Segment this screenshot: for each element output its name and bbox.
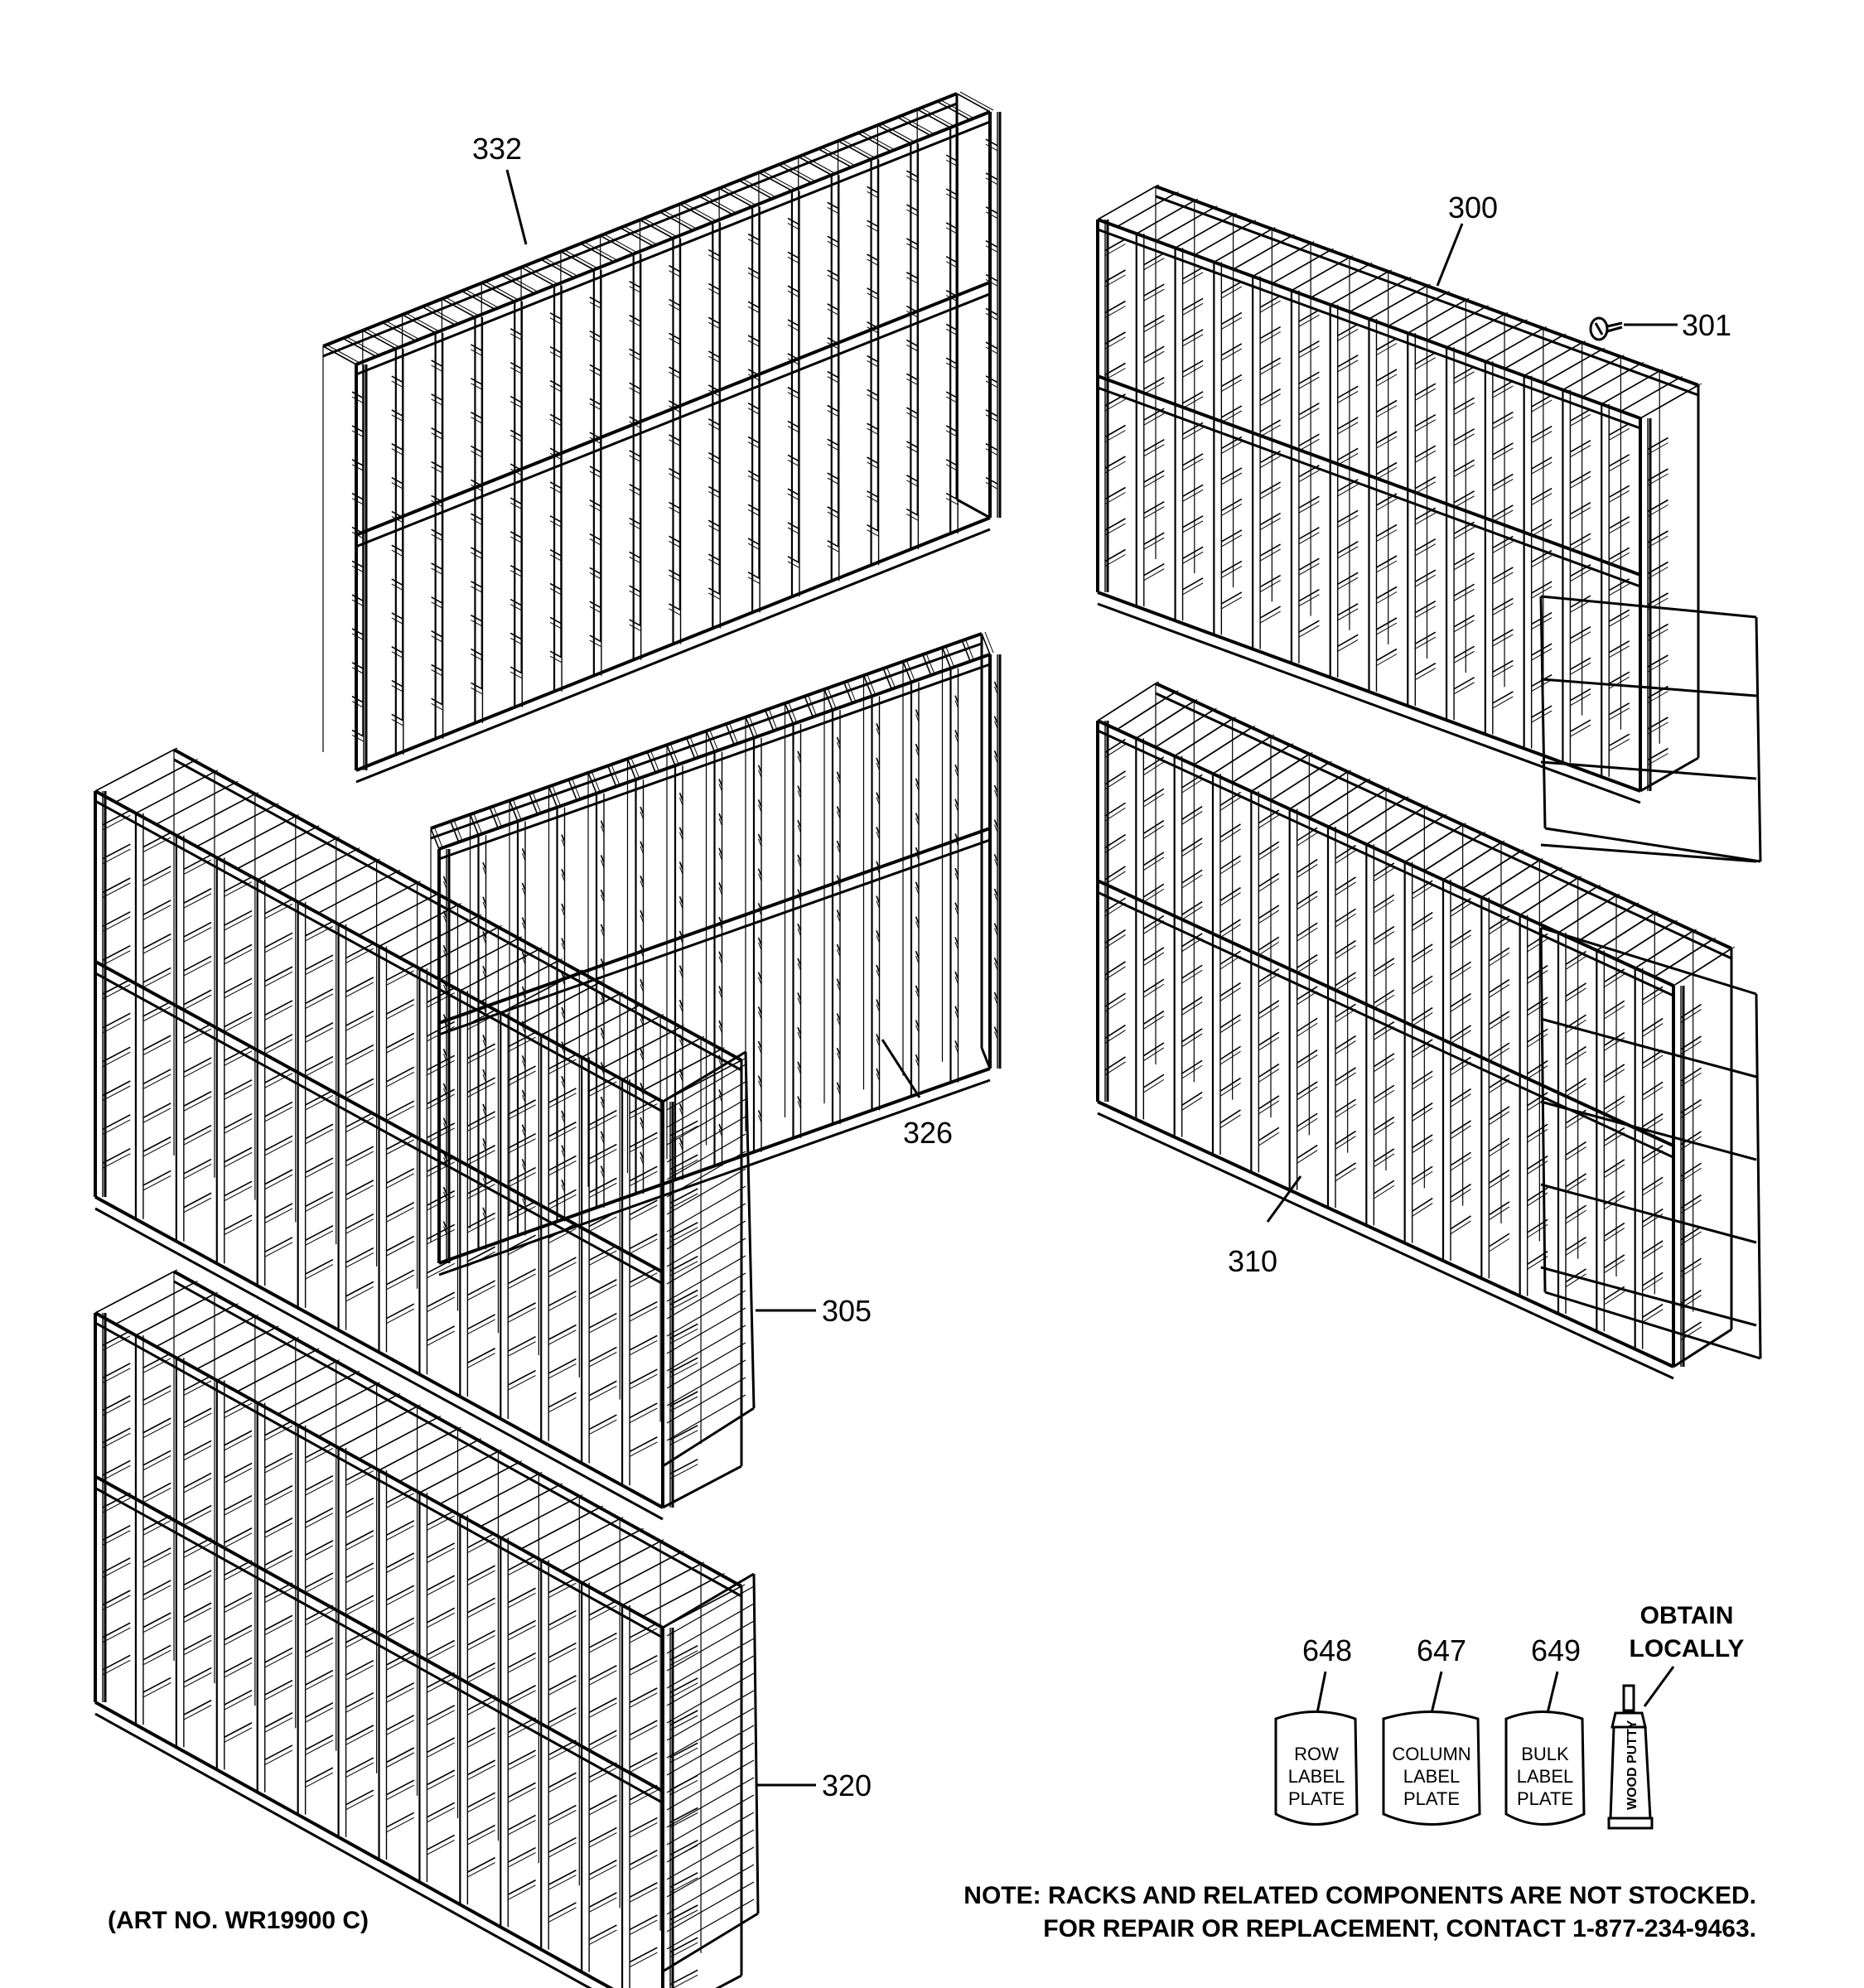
rack-305-end-panel <box>662 1050 756 1468</box>
bag-row-line2: LABEL <box>1288 1766 1345 1787</box>
label-plate-bags <box>1274 1711 1586 1826</box>
rack-300 <box>1096 184 1702 804</box>
rack-305 <box>94 747 746 1521</box>
bag-bulk-line3: PLATE <box>1517 1788 1573 1809</box>
screw-icon <box>1589 316 1623 341</box>
bag-row-line1: ROW <box>1294 1744 1339 1764</box>
leader-lines <box>505 169 1678 1787</box>
callout-649: 649 <box>1531 1633 1581 1667</box>
rack-310-side-shelf <box>1539 926 1762 1360</box>
bag-row-icon <box>1274 1711 1359 1826</box>
bag-bulk-icon <box>1504 1711 1586 1826</box>
callout-305: 305 <box>822 1294 872 1328</box>
rack-320-end-panel <box>662 1572 760 1973</box>
callout-310: 310 <box>1228 1244 1277 1278</box>
rack-332 <box>322 91 1002 784</box>
wood-putty-tube-icon <box>1607 1684 1654 1830</box>
obtain-locally-line1: OBTAIN <box>1640 1602 1734 1629</box>
obtain-locally-line2: LOCALLY <box>1630 1635 1745 1662</box>
bag-bulk-line1: BULK <box>1521 1744 1569 1764</box>
callout-320: 320 <box>822 1768 872 1802</box>
callout-326: 326 <box>903 1116 953 1150</box>
wood-putty-label: WOOD PUTTY <box>1625 1720 1639 1810</box>
bag-column-icon <box>1382 1711 1481 1826</box>
bag-column-line2: LABEL <box>1403 1766 1461 1787</box>
callout-648: 648 <box>1302 1633 1352 1667</box>
bag-bulk-line2: LABEL <box>1517 1766 1574 1787</box>
art-number: (ART NO. WR19900 C) <box>108 1907 369 1934</box>
rack-320 <box>94 1269 746 1988</box>
callout-301: 301 <box>1682 308 1731 342</box>
note-line2: FOR REPAIR OR REPLACEMENT, CONTACT 1-877… <box>1043 1915 1756 1942</box>
bag-column-line1: COLUMN <box>1392 1744 1470 1764</box>
bag-row-line3: PLATE <box>1288 1788 1345 1809</box>
callout-332: 332 <box>472 132 522 166</box>
bag-column-line3: PLATE <box>1403 1788 1460 1809</box>
note-line1: NOTE: RACKS AND RELATED COMPONENTS ARE N… <box>963 1882 1756 1909</box>
callout-300: 300 <box>1448 191 1498 224</box>
callout-647: 647 <box>1417 1633 1466 1667</box>
rack-300-side-shelf <box>1539 595 1762 863</box>
